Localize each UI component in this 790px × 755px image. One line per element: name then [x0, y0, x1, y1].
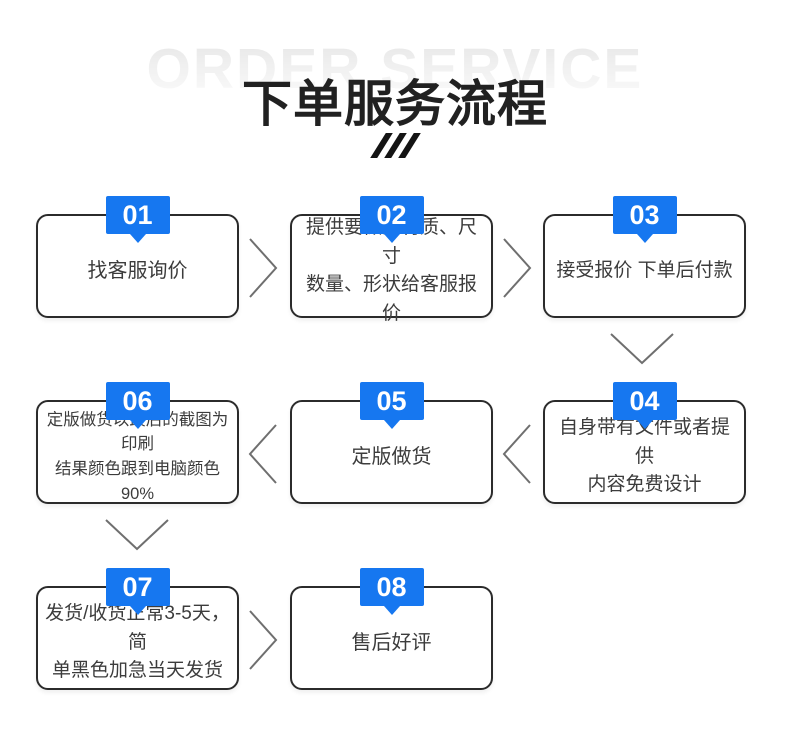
step-box-08: 08 售后好评 — [290, 568, 493, 690]
step-line: 内容免费设计 — [587, 474, 702, 496]
step-description: 定版做货 — [346, 432, 438, 472]
step-number-badge: 07 — [105, 568, 170, 606]
step-number-badge: 02 — [359, 196, 424, 234]
step-box-03: 03 接受报价 下单后付款 — [543, 196, 746, 318]
step-description: 接受报价 下单后付款 — [550, 247, 738, 286]
step-box-01: 01 找客服询价 — [36, 196, 239, 318]
step-line: 数量、形状给客服报价 — [305, 274, 477, 324]
arrow-right-icon — [503, 238, 532, 298]
step-number-badge: 06 — [105, 382, 170, 420]
step-number-badge: 03 — [612, 196, 677, 234]
arrow-down-icon — [105, 519, 169, 551]
arrow-right-icon — [249, 610, 278, 670]
page-title: 下单服务流程 — [242, 76, 548, 132]
step-number: 03 — [629, 199, 660, 230]
arrow-right-icon — [249, 238, 278, 298]
watermark-text: ORDER SERVICE — [0, 36, 790, 102]
step-number: 04 — [629, 385, 660, 416]
step-line: 单黑色加急当天发货 — [51, 660, 223, 682]
arrow-down-icon — [610, 333, 674, 365]
step-number-badge: 04 — [612, 382, 677, 420]
step-box-02: 02 提供要做的材质、尺寸 数量、形状给客服报价 — [290, 196, 493, 324]
step-line: 定版做货 — [351, 446, 432, 468]
step-number: 06 — [122, 385, 153, 416]
step-number-badge: 01 — [105, 196, 170, 234]
step-line: 接受报价 下单后付款 — [556, 259, 733, 281]
step-number-badge: 08 — [359, 568, 424, 606]
step-box-07: 07 发货/收货正常3-5天，简 单黑色加急当天发货 — [36, 568, 239, 690]
slashes-decoration-icon — [0, 133, 790, 158]
step-number: 02 — [376, 199, 407, 230]
step-line: 结果颜色跟到电脑颜色90% — [55, 460, 220, 503]
step-number: 08 — [376, 571, 407, 602]
step-number-badge: 05 — [359, 382, 424, 420]
step-box-06: 06 定版做货以最后的截图为印刷 结果颜色跟到电脑颜色90% — [36, 382, 239, 504]
step-box-04: 04 自身带有文件或者提供 内容免费设计 — [543, 382, 746, 504]
step-number: 07 — [122, 571, 153, 602]
step-description: 找客服询价 — [82, 246, 194, 286]
step-number: 01 — [122, 199, 153, 230]
step-box-05: 05 定版做货 — [290, 382, 493, 504]
step-line: 售后好评 — [351, 632, 432, 654]
step-number: 05 — [376, 385, 407, 416]
step-description: 售后好评 — [346, 618, 438, 658]
arrow-left-icon — [502, 424, 531, 484]
step-line: 找客服询价 — [87, 260, 188, 282]
arrow-left-icon — [248, 424, 277, 484]
